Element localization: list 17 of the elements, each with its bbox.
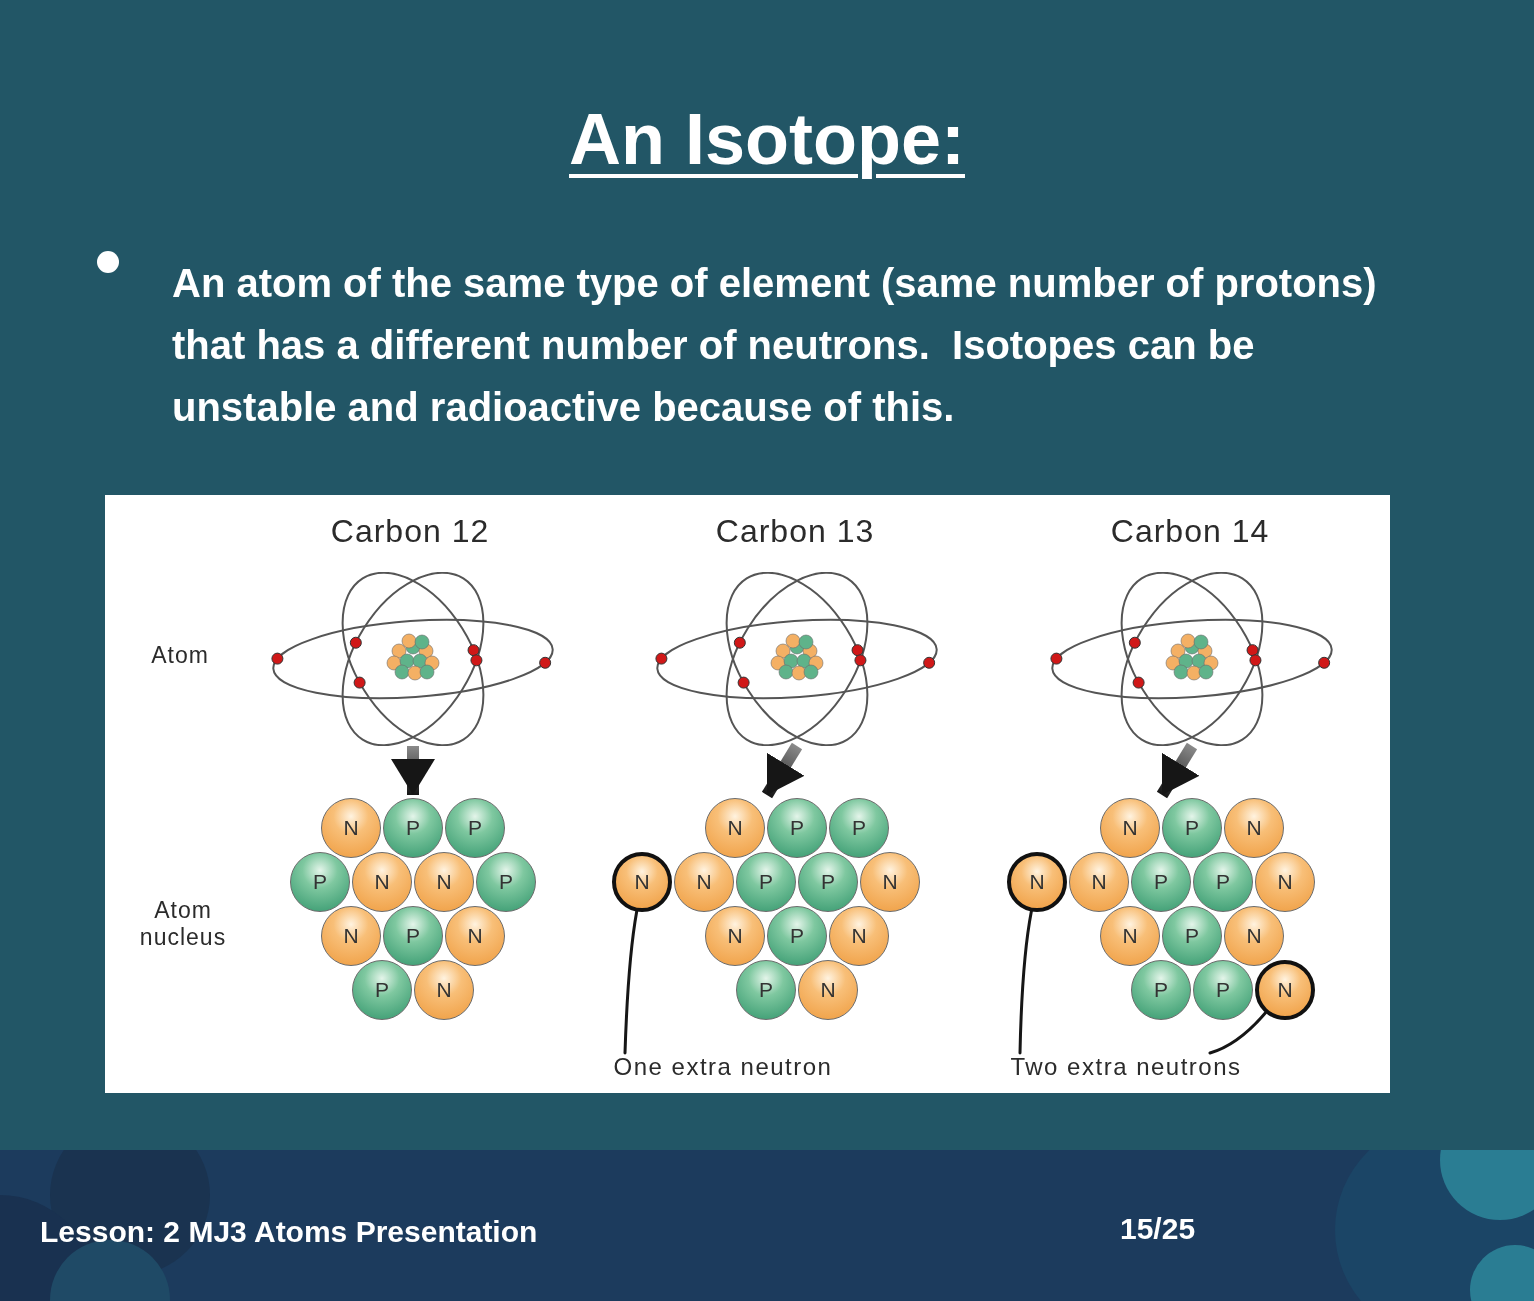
row-label: Atom xyxy=(150,642,210,669)
column-heading: Carbon 13 xyxy=(714,513,876,550)
leader-line xyxy=(1208,1011,1267,1055)
column-heading: Carbon 12 xyxy=(329,513,491,550)
leader-line xyxy=(1018,909,1033,1055)
page-number: 15/25 xyxy=(1120,1212,1197,1246)
annotation-text: Two extra neutrons xyxy=(976,1053,1276,1087)
bullet-text: An atom of the same type of element (same number of protons) that has a different number of neutrons. Isotopes can be unstable and radioactive because of this. xyxy=(172,260,1378,431)
column-heading: Carbon 14 xyxy=(1109,513,1271,550)
lesson-title: Lesson: 2 MJ3 Atoms Presentation xyxy=(40,1215,539,1249)
arrow xyxy=(761,742,805,799)
arrow xyxy=(1156,742,1200,799)
slide-title: An Isotope: xyxy=(568,98,966,180)
arrow xyxy=(391,746,435,795)
annotation-text: One extra neutron xyxy=(583,1053,863,1087)
leader-line xyxy=(623,910,639,1055)
row-label: Atom nucleus xyxy=(138,897,228,951)
